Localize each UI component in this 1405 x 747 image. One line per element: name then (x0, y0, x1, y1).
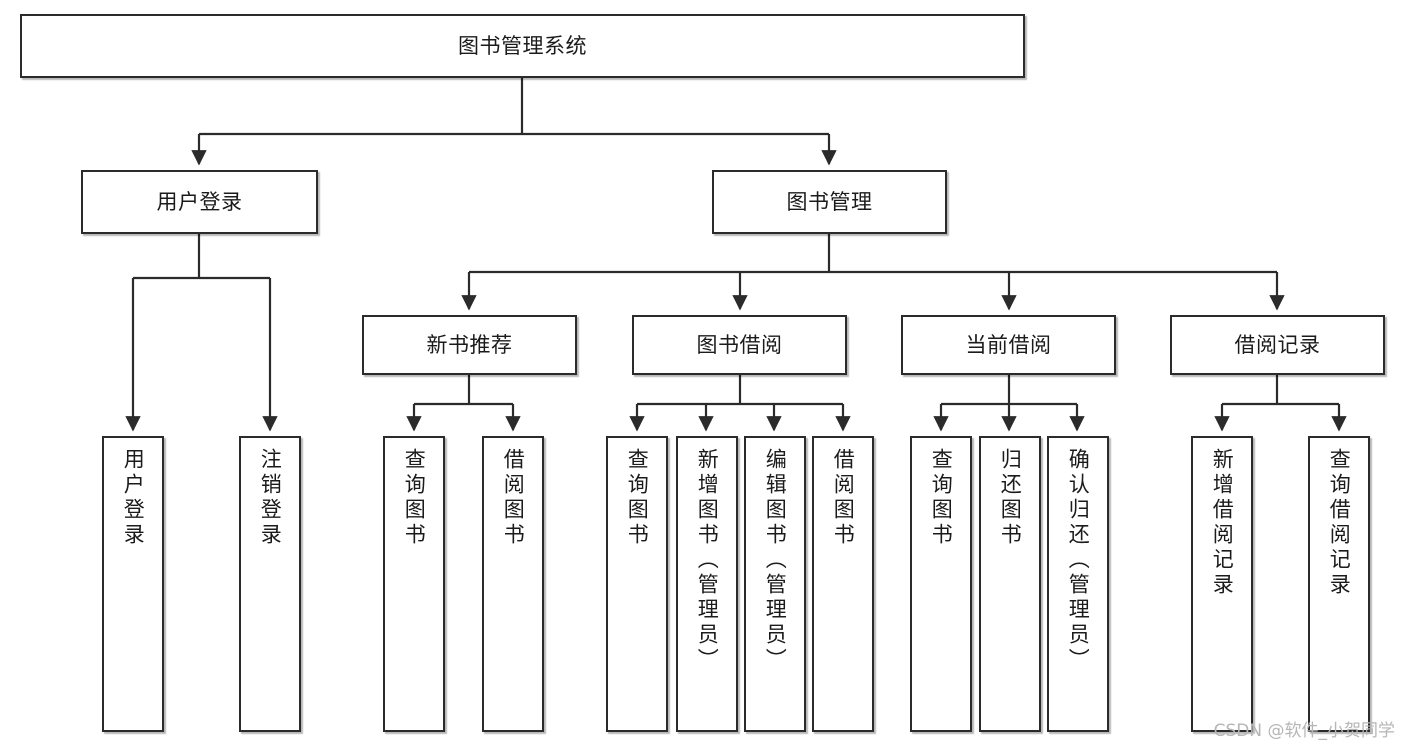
node-new-book-recommend[interactable]: 新书推荐 (362, 315, 577, 375)
watermark-text: CSDN @软件_小贺同学 (1213, 721, 1395, 741)
node-leaf-query-book-3-label: 查询图书 (929, 448, 954, 548)
node-leaf-confirm-return-label: 确认归还（管理员） (1066, 448, 1091, 673)
node-leaf-edit-book[interactable]: 编辑图书（管理员） (744, 436, 806, 732)
node-borrow-record[interactable]: 借阅记录 (1170, 315, 1385, 375)
node-leaf-query-book-1[interactable]: 查询图书 (383, 436, 445, 732)
node-leaf-add-book[interactable]: 新增图书（管理员） (676, 436, 738, 732)
node-leaf-user-login[interactable]: 用户登录 (102, 436, 164, 732)
node-current-borrow[interactable]: 当前借阅 (901, 315, 1116, 375)
node-book-borrow[interactable]: 图书借阅 (632, 315, 847, 375)
node-book-management[interactable]: 图书管理 (712, 170, 947, 234)
node-leaf-logout-login[interactable]: 注销登录 (239, 436, 301, 732)
node-leaf-add-book-label: 新增图书（管理员） (695, 448, 720, 673)
node-leaf-query-book-3[interactable]: 查询图书 (910, 436, 972, 732)
node-leaf-borrow-book-2[interactable]: 借阅图书 (812, 436, 874, 732)
node-leaf-add-record[interactable]: 新增借阅记录 (1191, 436, 1253, 732)
node-leaf-borrow-book-1[interactable]: 借阅图书 (482, 436, 544, 732)
node-leaf-query-record-label: 查询借阅记录 (1327, 448, 1352, 598)
node-user-login[interactable]: 用户登录 (81, 170, 318, 234)
node-root[interactable]: 图书管理系统 (20, 14, 1025, 78)
node-book-management-label: 图书管理 (786, 189, 873, 214)
node-leaf-return-book[interactable]: 归还图书 (979, 436, 1041, 732)
node-leaf-borrow-book-2-label: 借阅图书 (831, 448, 856, 548)
node-leaf-logout-login-label: 注销登录 (258, 448, 283, 548)
node-new-book-recommend-label: 新书推荐 (426, 332, 513, 357)
node-leaf-return-book-label: 归还图书 (998, 448, 1023, 548)
node-leaf-query-book-2-label: 查询图书 (625, 448, 650, 548)
node-borrow-record-label: 借阅记录 (1234, 332, 1321, 357)
node-leaf-query-book-1-label: 查询图书 (402, 448, 427, 548)
node-leaf-edit-book-label: 编辑图书（管理员） (763, 448, 788, 673)
node-leaf-user-login-label: 用户登录 (121, 448, 146, 548)
node-user-login-label: 用户登录 (156, 189, 243, 214)
node-book-borrow-label: 图书借阅 (696, 332, 783, 357)
node-root-label: 图书管理系统 (458, 33, 587, 58)
node-leaf-add-record-label: 新增借阅记录 (1210, 448, 1235, 598)
node-leaf-query-book-2[interactable]: 查询图书 (606, 436, 668, 732)
node-leaf-query-record[interactable]: 查询借阅记录 (1308, 436, 1370, 732)
node-current-borrow-label: 当前借阅 (965, 332, 1052, 357)
node-leaf-confirm-return[interactable]: 确认归还（管理员） (1047, 436, 1109, 732)
node-leaf-borrow-book-1-label: 借阅图书 (501, 448, 526, 548)
